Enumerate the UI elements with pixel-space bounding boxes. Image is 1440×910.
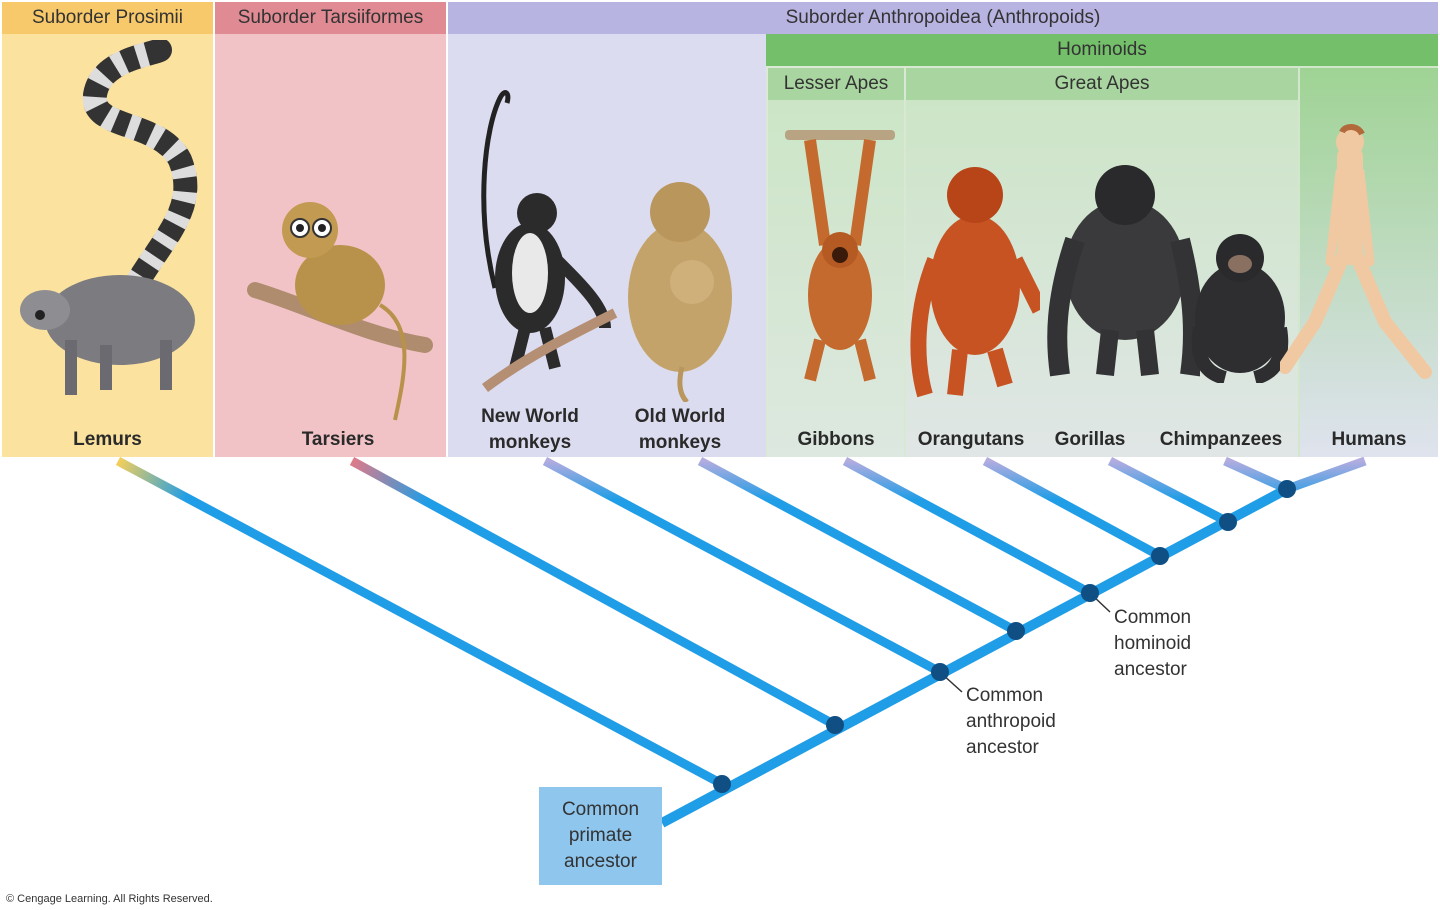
node-old-world-split xyxy=(1007,622,1025,640)
node-chimp-human xyxy=(1278,480,1296,498)
hominoids-header: Hominoids xyxy=(766,34,1438,66)
branch-tarsiers xyxy=(349,457,838,729)
branch-orangutans xyxy=(982,457,1163,560)
label-chimpanzees: Chimpanzees xyxy=(1159,429,1283,450)
old-world-monkey-illustration xyxy=(628,182,732,402)
node-primate xyxy=(713,775,731,793)
common-hominoid-ancestor-label: Common hominoid ancestor xyxy=(1114,607,1192,680)
label-tarsiers: Tarsiers xyxy=(301,429,375,450)
label-humans: Humans xyxy=(1331,429,1407,450)
branch-nodes xyxy=(713,480,1296,793)
label-orangutans: Orangutans xyxy=(917,429,1025,450)
tarsier-illustration xyxy=(247,202,433,421)
node-tarsier-split xyxy=(826,716,844,734)
main-trunk xyxy=(659,484,1290,828)
label-new-world-line1: New World xyxy=(481,406,579,427)
suborder-anthropoidea-header: Suborder Anthropoidea (Anthropoids) xyxy=(448,2,1438,34)
branch-humans xyxy=(1285,456,1367,494)
orangutan-illustration xyxy=(910,167,1040,398)
label-lemurs: Lemurs xyxy=(73,429,142,450)
common-primate-ancestor-box: Common primate ancestor xyxy=(539,787,662,885)
lemur-illustration xyxy=(20,40,198,395)
branch-old-world xyxy=(697,457,1019,635)
label-new-world-line2: monkeys xyxy=(488,432,572,453)
great-apes-header: Great Apes xyxy=(906,68,1298,100)
copyright-notice: © Cengage Learning. All Rights Reserved. xyxy=(6,893,213,905)
branch-gorillas xyxy=(1107,457,1231,526)
label-gorillas: Gorillas xyxy=(1054,429,1126,450)
gorilla-illustration xyxy=(1047,165,1200,377)
label-old-world-line1: Old World xyxy=(634,406,726,427)
suborder-tarsiiformes-header: Suborder Tarsiiformes xyxy=(215,2,446,34)
node-anthropoid xyxy=(931,663,949,681)
new-world-monkey-illustration xyxy=(481,90,618,393)
label-gibbons: Gibbons xyxy=(797,429,875,450)
branch-chimpanzees xyxy=(1223,456,1289,494)
common-anthropoid-ancestor-label: Common anthropoid ancestor xyxy=(966,685,1056,758)
label-old-world-line2: monkeys xyxy=(638,432,722,453)
branch-new-world xyxy=(542,457,943,676)
branch-gibbons xyxy=(842,457,1093,597)
node-great-apes xyxy=(1151,547,1169,565)
node-hominoid xyxy=(1081,584,1099,602)
human-illustration xyxy=(1280,124,1432,379)
chimpanzee-illustration xyxy=(1191,234,1289,383)
gibbon-illustration xyxy=(785,130,895,382)
lesser-apes-header: Lesser Apes xyxy=(768,68,904,100)
suborder-prosimii-header: Suborder Prosimii xyxy=(2,2,213,34)
branch-lemurs xyxy=(115,457,725,788)
node-african-apes xyxy=(1219,513,1237,531)
